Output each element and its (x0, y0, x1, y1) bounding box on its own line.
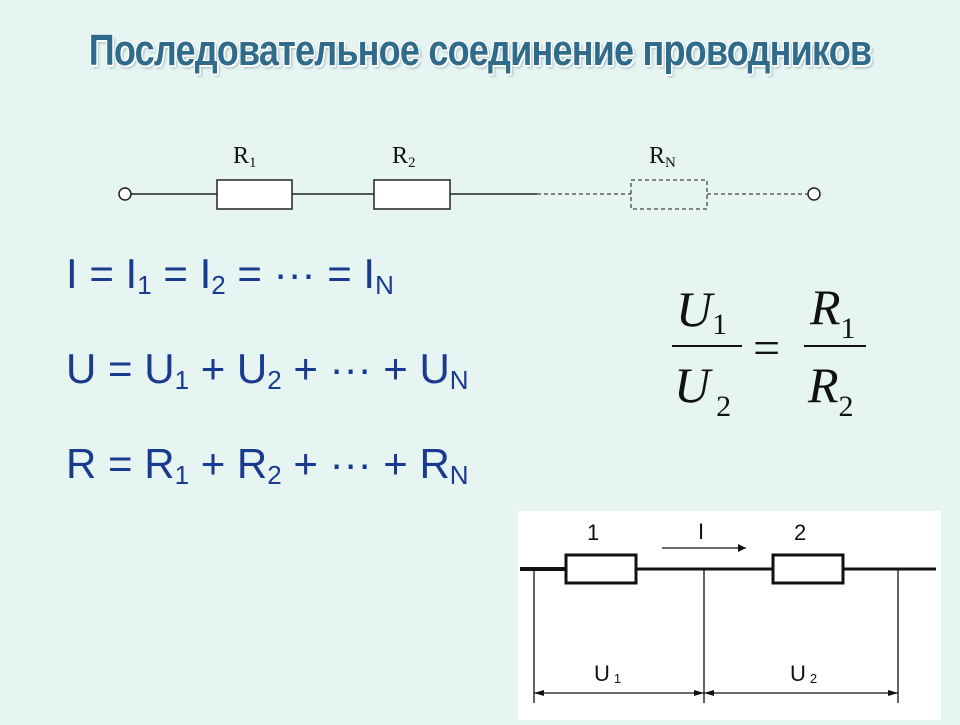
resistor-1-label: 1 (587, 520, 599, 545)
resistor-2 (771, 553, 845, 585)
current-label: I (698, 519, 704, 544)
formula-voltage: U = U1 + U2 + ··· + UN (66, 345, 469, 395)
current-arrowhead (738, 544, 746, 552)
resistor-r2 (373, 179, 451, 210)
formula-current: I = I1 = I2 = ··· = IN (66, 250, 394, 300)
formula-resistance: R = R1 + R2 + ··· + RN (66, 440, 469, 490)
resistor-1 (564, 553, 638, 585)
series-circuit-schematic: R1 R2 RN (118, 143, 821, 210)
arrowhead (534, 690, 544, 696)
resistor-rn (630, 179, 708, 210)
ratio-denominator-right: R2 (807, 357, 854, 423)
resistor-2-label: 2 (794, 520, 806, 545)
page-title: Последовательное соединение проводников (88, 26, 872, 75)
ratio-numerator-right: R1 (809, 279, 856, 345)
arrowhead (694, 690, 704, 696)
resistor-label-r1: R1 (233, 143, 257, 171)
terminal-right (807, 187, 821, 201)
arrowhead (704, 690, 714, 696)
ratio-equals: = (750, 322, 782, 375)
arrowhead (888, 690, 898, 696)
resistor-r1 (216, 179, 293, 210)
ratio-numerator-left: U1 (676, 281, 727, 341)
resistor-label-rn: RN (649, 143, 676, 171)
resistor-label-r2: R2 (392, 143, 416, 171)
